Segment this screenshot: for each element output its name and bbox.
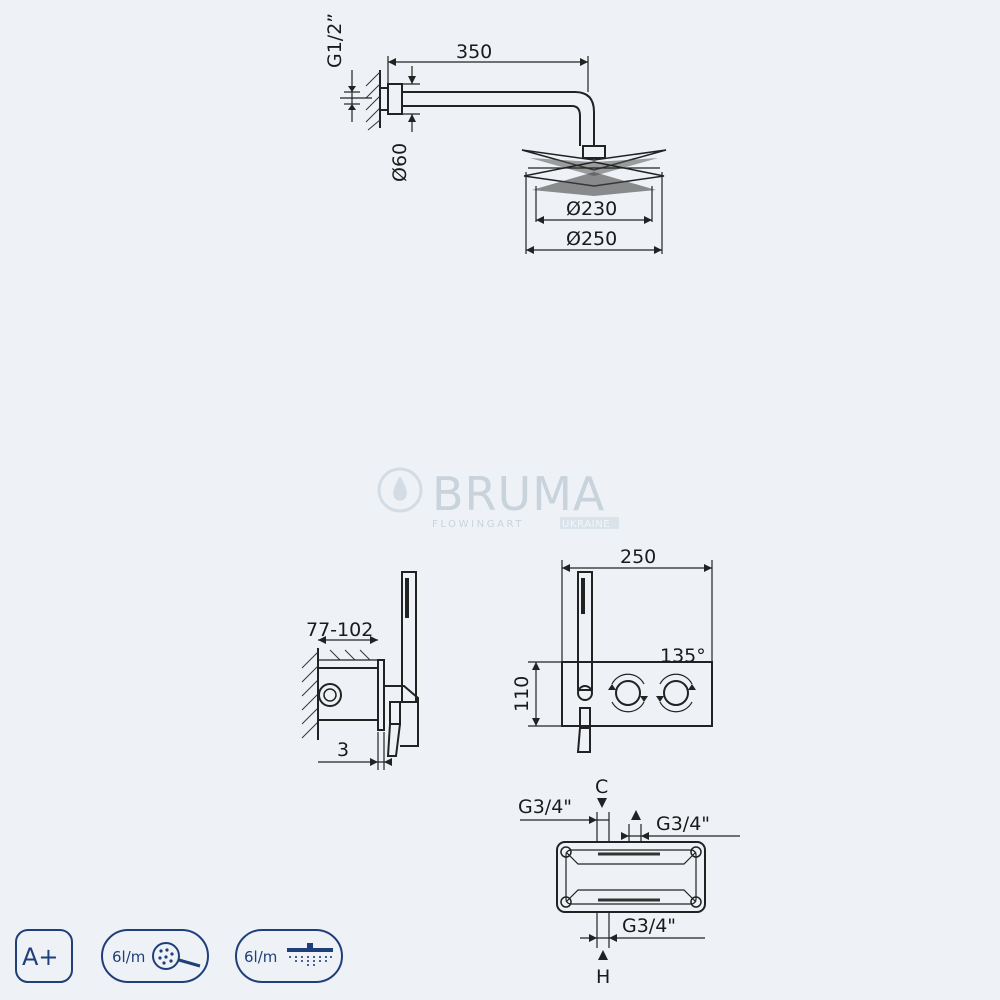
hose-connector [577,685,593,701]
hand-shower-handle [401,571,417,703]
handshower-flow-label: 6l/m [112,948,145,966]
rain-shower-head [521,149,667,196]
brand-name: BRUMA [432,467,605,521]
hose-outlet [389,701,401,725]
cover-plate [377,659,385,731]
flange-diameter-label: Ø60 [389,143,411,182]
front-view-diagram: 135° 250 110 [511,546,713,753]
mixer-knob-right [663,680,689,706]
wall-flange [379,87,389,111]
outlet-arrow-icon [631,810,641,820]
handshower-flow-badge [101,929,209,983]
drop-logo-icon [377,467,423,513]
mixer-knob-left [615,680,641,706]
valve-body [317,667,379,721]
head-outer-diameter-label: Ø250 [566,228,617,250]
flange-nut [387,83,403,115]
left-thread-label: G3/4" [518,796,572,818]
energy-class-label: A+ [22,943,59,971]
rough-in-body-diagram: C G3/4" G3/4" G3/4" H [518,776,740,988]
shower-arm-bottom [402,105,581,146]
wall-hatch [365,70,381,131]
rough-in-box [556,841,706,913]
front-cover-plate [561,661,713,727]
shower-arm-top [402,91,595,146]
front-width-label: 250 [620,546,656,568]
brand-tagline: FLOWINGART [432,519,524,530]
front-height-label: 110 [511,676,533,712]
hot-inlet-arrow-icon [598,950,608,960]
energy-class-badge [15,929,73,983]
valve-spindle-icon [318,683,342,707]
cold-inlet-arrow-icon [597,798,607,808]
cold-port-label: C [595,776,608,798]
hand-shower-holder [384,685,419,747]
thread-label: G1/2” [324,13,346,68]
side-view-diagram: 77-102 3 [301,571,419,770]
hand-shower-icon [152,942,201,970]
depth-range-label: 77-102 [306,619,373,641]
front-hand-shower [577,571,593,691]
gap-label: 3 [337,739,349,761]
brand-watermark: BRUMA FLOWINGART UKRAINE [377,467,619,530]
spec-badges: A+ 6l/m 6l/m [15,929,343,983]
rain-shower-icon [287,943,333,966]
rotation-arrow-icon [611,673,645,685]
arm-length-label: 350 [456,41,492,63]
right-thread-label: G3/4" [656,813,710,835]
brand-region: UKRAINE [562,519,610,530]
hot-port-label: H [596,966,610,988]
headshower-flow-badge [235,929,343,983]
rotation-label: 135° [660,645,706,667]
bottom-thread-label: G3/4" [622,915,676,937]
head-connector [582,145,606,159]
head-inner-diameter-label: Ø230 [566,198,617,220]
overhead-shower-diagram: G1/2” Ø60 350 [324,13,667,254]
headshower-flow-label: 6l/m [244,948,277,966]
